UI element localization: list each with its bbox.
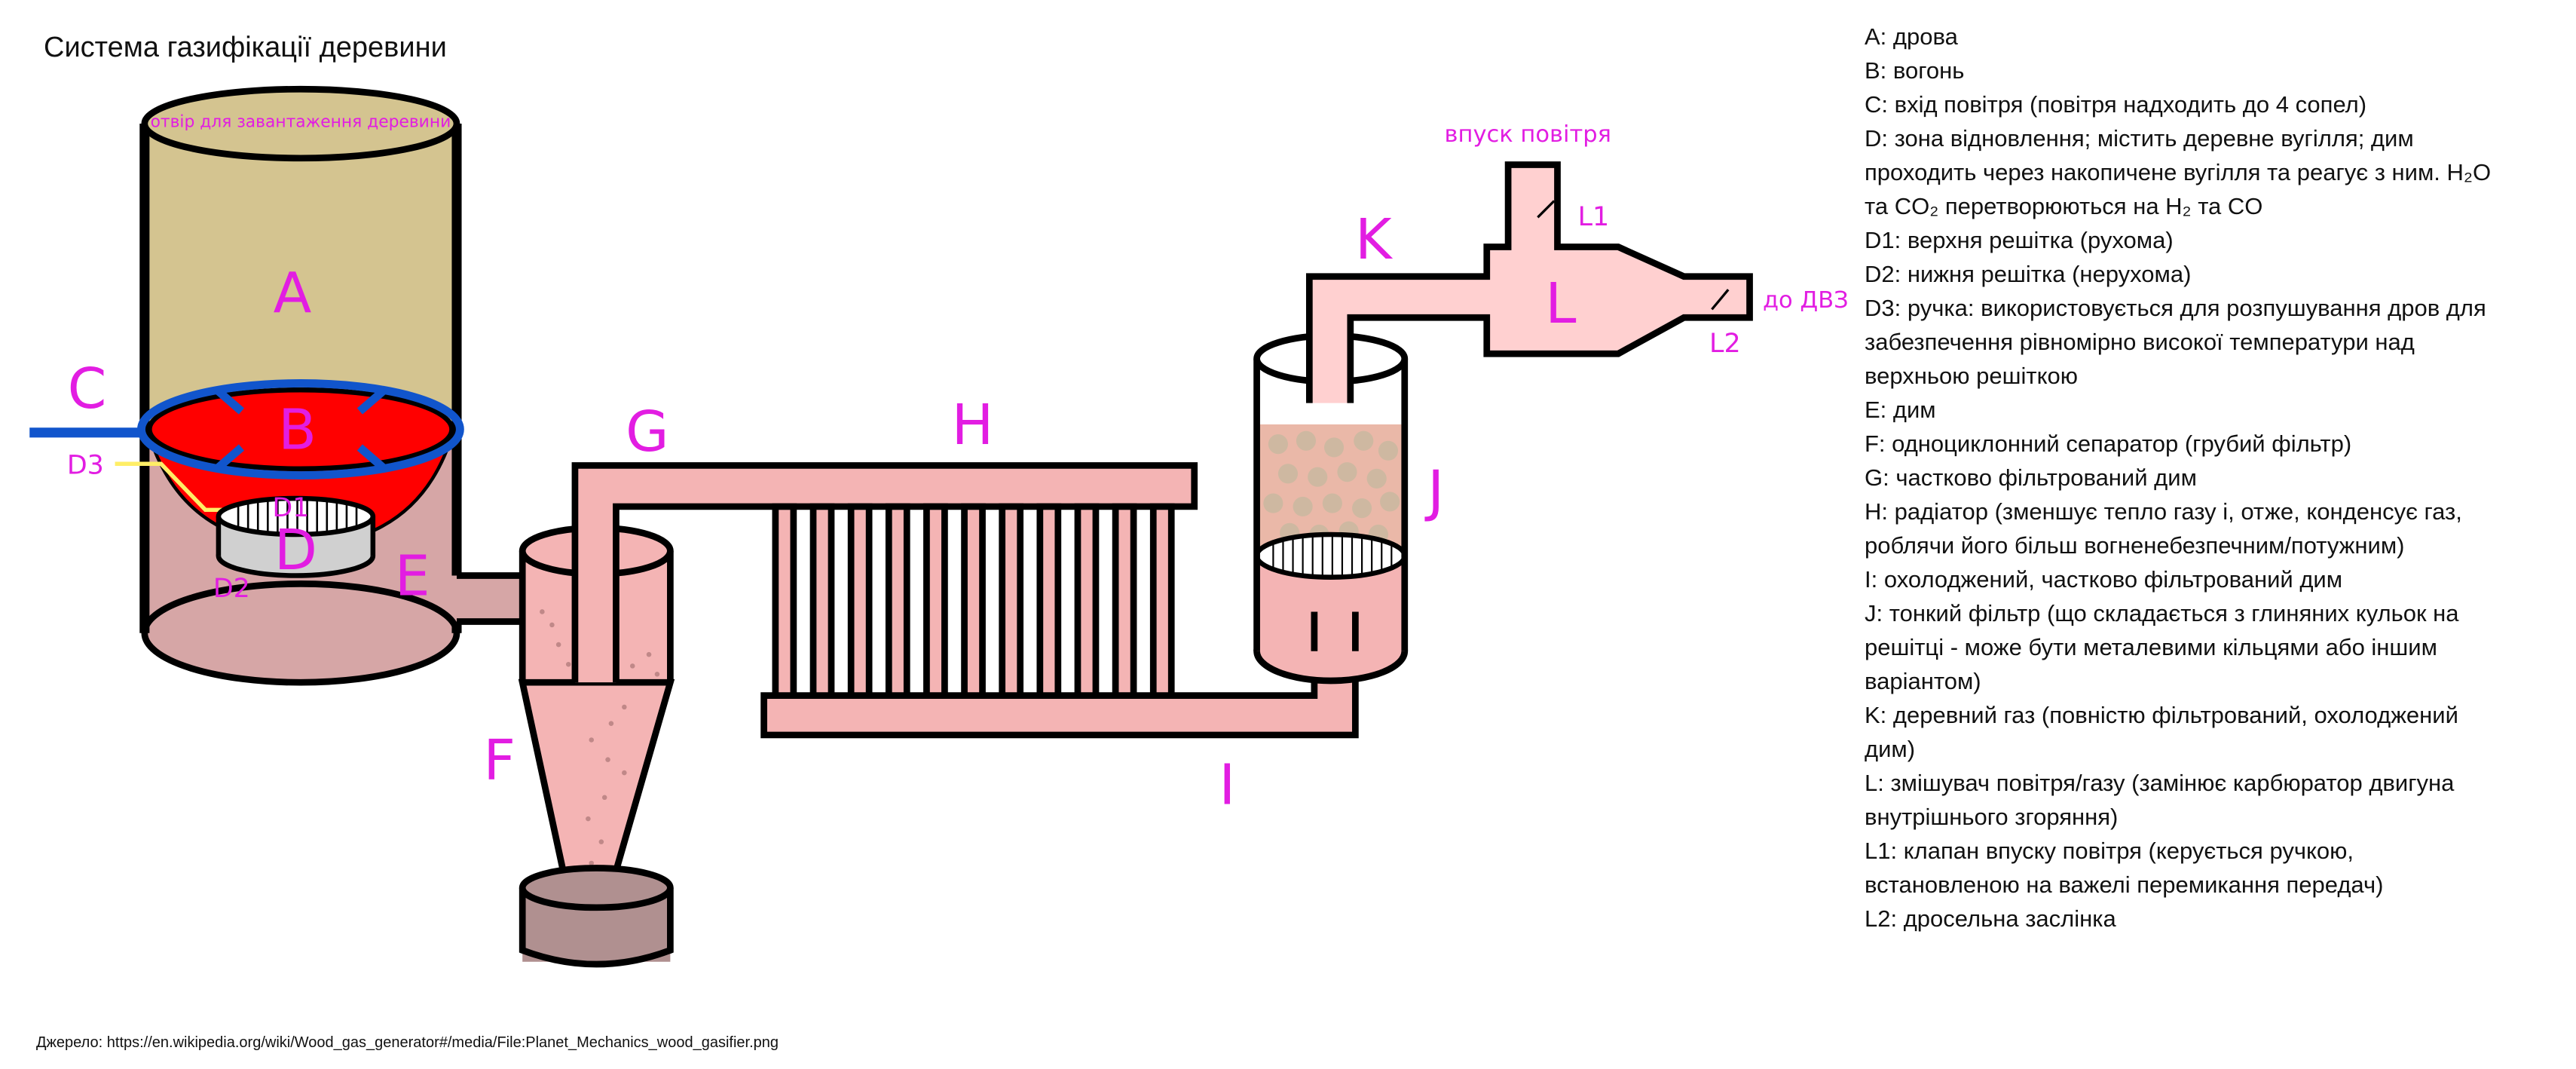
l1-valve	[1537, 200, 1556, 219]
label-a: A	[274, 262, 312, 326]
legend-line: дим)	[1865, 736, 1916, 762]
label-e: E	[395, 544, 430, 609]
legend-line: B: вогонь	[1865, 57, 1965, 84]
legend-line: L: змішувач повітря/газу (замінює карбюр…	[1865, 770, 2455, 796]
legend-line: проходить через накопичене вугілля та ре…	[1865, 159, 2492, 185]
pipe-k-and-mixer	[1305, 161, 1753, 403]
legend-line: F: одноциклонний сепаратор (грубий фільт…	[1865, 430, 2352, 457]
legend-line: встановленою на важелі перемикання перед…	[1865, 871, 2384, 898]
legend-line: D: зона відновлення; містить деревне вуг…	[1865, 125, 2414, 152]
legend-line: A: дрова	[1865, 23, 1958, 50]
label-d1: D1	[272, 493, 309, 523]
air-inlet-ring	[29, 379, 464, 479]
air-intake-label: впуск повітря	[1445, 121, 1611, 148]
legend-line: решітці - може бути металевими кільцями …	[1865, 634, 2437, 660]
loading-hole-label: отвір для завантаження деревини	[151, 112, 451, 131]
label-d: D	[274, 518, 317, 583]
fine-filter	[1253, 332, 1409, 685]
legend-line: I: охолоджений, частково фільтрований ди…	[1865, 566, 2343, 593]
label-b: B	[278, 398, 317, 463]
label-j: J	[1424, 458, 1444, 523]
legend-line: K: деревний газ (повністю фільтрований, …	[1865, 702, 2458, 728]
to-engine-label: до ДВЗ	[1763, 287, 1849, 314]
legend-line: D2: нижня решітка (нерухома)	[1865, 261, 2192, 287]
legend-line: H: радіатор (зменшує тепло газу і, отже,…	[1865, 498, 2462, 525]
reduction-grates	[216, 495, 376, 578]
legend-line: верхньою решіткою	[1865, 363, 2078, 389]
label-f: F	[483, 728, 516, 793]
label-k: K	[1355, 207, 1394, 272]
legend-line: G: частково фільтрований дим	[1865, 464, 2197, 491]
legend: A: дрова B: вогонь C: вхід повітря (пові…	[1865, 20, 2491, 936]
label-l1: L1	[1578, 202, 1610, 232]
legend-line: L1: клапан впуску повітря (керується руч…	[1865, 838, 2354, 864]
source-citation: Джерело: https://en.wikipedia.org/wiki/W…	[36, 1034, 779, 1051]
pipe-g	[571, 462, 1198, 683]
radiator	[772, 503, 1175, 704]
smoke-pipe-e	[456, 572, 526, 625]
label-g: G	[626, 400, 668, 464]
d3-handle	[115, 461, 231, 513]
legend-line: забезпечення рівномірно високої температ…	[1865, 329, 2415, 355]
legend-line: L2: дросельна заслінка	[1865, 905, 2116, 932]
legend-line: J: тонкий фільтр (що складається з глиня…	[1865, 600, 2459, 626]
label-i: I	[1219, 752, 1235, 817]
gasifier-vessel	[139, 85, 462, 686]
label-c: C	[68, 357, 107, 421]
label-d2: D2	[213, 574, 250, 604]
legend-line: E: дим	[1865, 397, 1936, 423]
page-title: Система газифікації деревини	[44, 32, 447, 63]
legend-line: D3: ручка: використовується для розпушув…	[1865, 295, 2486, 321]
label-h: H	[952, 393, 994, 458]
legend-line: та CO₂ перетворюються на H₂ та CO	[1865, 193, 2263, 219]
legend-line: D1: верхня решітка (рухома)	[1865, 227, 2174, 253]
l2-throttle	[1711, 289, 1730, 311]
label-l2: L2	[1709, 329, 1741, 359]
label-l: L	[1545, 271, 1576, 336]
legend-line: роблячи його більш вогненебезпечним/поту…	[1865, 532, 2405, 559]
legend-line: C: вхід повітря (повітря надходить до 4 …	[1865, 91, 2367, 118]
legend-line: варіантом)	[1865, 668, 1981, 694]
label-d3: D3	[67, 450, 104, 480]
legend-line: внутрішнього згоряння)	[1865, 804, 2119, 830]
